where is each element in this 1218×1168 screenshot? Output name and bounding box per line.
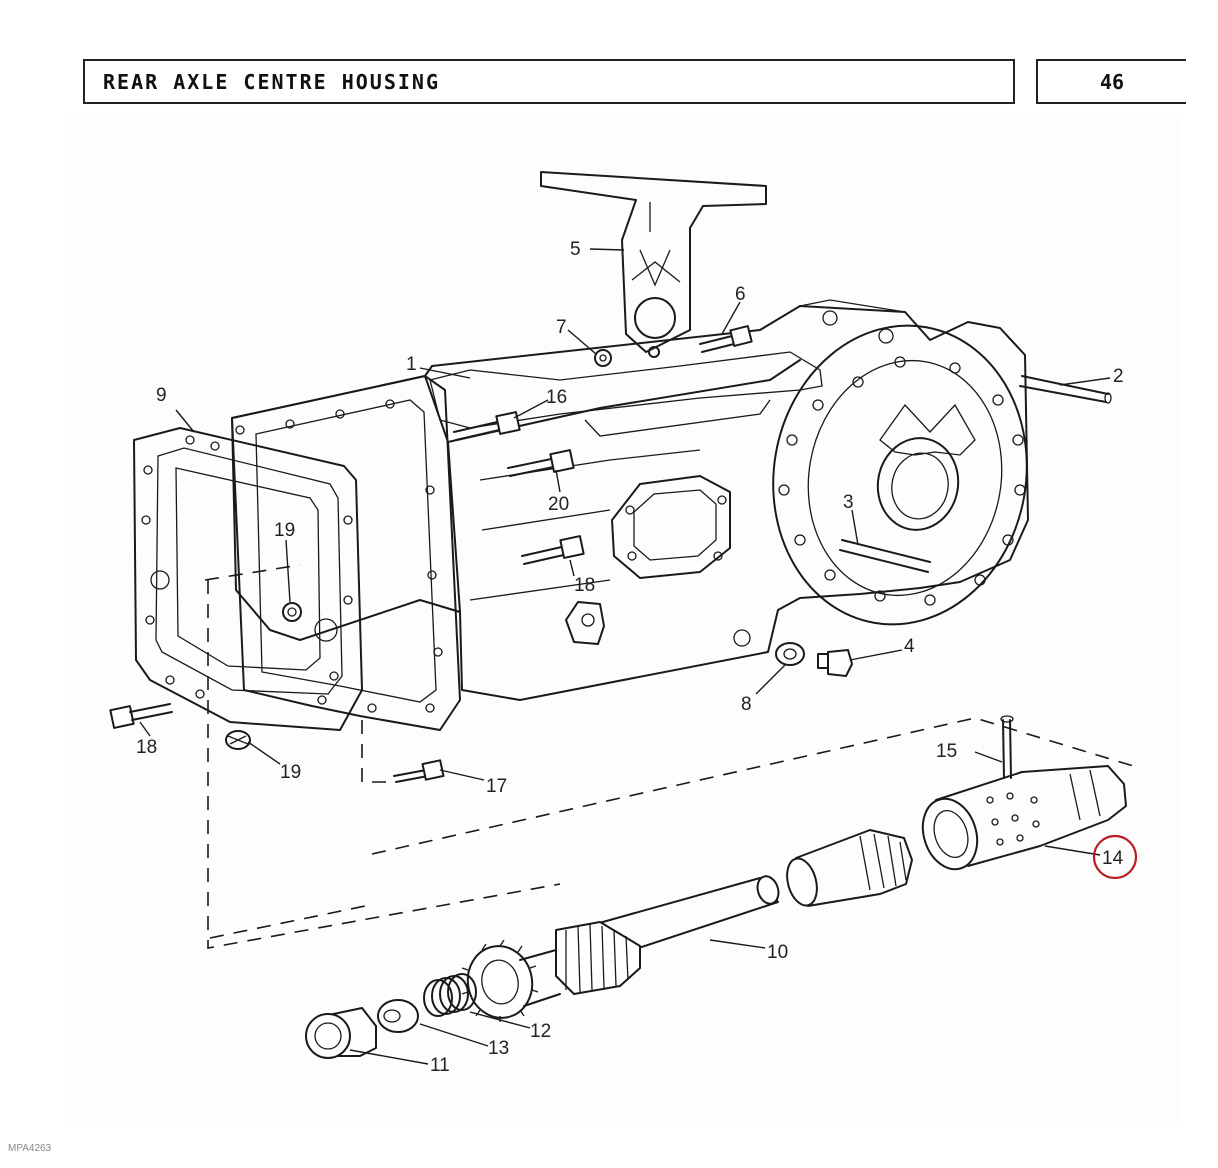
callout-20: 20 — [548, 494, 569, 515]
callout-4: 4 — [904, 636, 915, 657]
part-8-washer — [775, 642, 805, 666]
page-number-box: 46 — [1036, 59, 1186, 104]
part-11-needle-bearing — [305, 1007, 377, 1059]
part-18-bolt-upper — [521, 535, 585, 565]
drawing-svg: 1 2 3 4 5 6 7 8 9 10 11 12 13 14 15 16 1… — [109, 171, 1141, 1076]
diagram-title-box: REAR AXLE CENTRE HOUSING — [83, 59, 1015, 104]
part-10-shaft — [461, 875, 780, 1022]
callout-3: 3 — [843, 492, 854, 513]
part-7-nut — [594, 346, 660, 367]
part-19-plug-upper — [282, 602, 302, 622]
flange-bolt-holes — [778, 356, 1026, 606]
part-3-stud — [839, 539, 931, 573]
part-13-thrust-piece — [377, 999, 419, 1033]
part-20-bolt — [507, 449, 575, 477]
part-5-bracket — [540, 171, 767, 353]
leader-lines — [139, 248, 1111, 1065]
callout-19-lower: 19 — [280, 762, 301, 783]
callout-11: 11 — [430, 1055, 450, 1076]
callout-14: 14 — [1102, 848, 1124, 869]
drawing-reference-code: MPA4263 — [8, 1143, 52, 1154]
callout-10: 10 — [767, 942, 788, 963]
callout-5: 5 — [570, 239, 581, 260]
callout-1: 1 — [406, 354, 417, 375]
exploded-parts-drawing: 1 2 3 4 5 6 7 8 9 10 11 12 13 14 15 16 1… — [65, 118, 1180, 1123]
part-19-plug-lower — [225, 730, 251, 750]
part-4-plug — [817, 649, 853, 677]
part-14-coupling-sleeve — [921, 765, 1127, 871]
part-17-bolt — [393, 759, 445, 783]
callout-14-highlight-ring — [1092, 834, 1138, 880]
callout-17: 17 — [486, 776, 507, 797]
callout-9: 9 — [156, 385, 167, 406]
callout-16: 16 — [546, 387, 567, 408]
callout-19-upper: 19 — [274, 520, 295, 541]
callout-labels: 1 2 3 4 5 6 7 8 9 10 11 12 13 14 15 16 1… — [136, 239, 1138, 1076]
part-9-front-gasket — [133, 375, 461, 731]
page-number: 46 — [1099, 69, 1125, 94]
callout-8: 8 — [741, 694, 752, 715]
part-12-spring — [423, 973, 477, 1017]
callout-2: 2 — [1113, 366, 1124, 387]
part-15-pin — [1000, 715, 1014, 779]
part-1-right-flange — [772, 324, 1028, 626]
diagram-title: REAR AXLE CENTRE HOUSING — [103, 69, 440, 94]
callout-6: 6 — [735, 284, 746, 305]
callout-18-upper: 18 — [574, 575, 595, 596]
splined-shaft-sleeve — [786, 829, 913, 907]
callout-18-lower: 18 — [136, 737, 157, 758]
assembly-dashed-lines — [204, 564, 1141, 949]
callout-15: 15 — [936, 741, 957, 762]
callout-12: 12 — [530, 1021, 551, 1042]
callout-13: 13 — [488, 1038, 509, 1059]
part-6-bolt — [699, 325, 753, 353]
part-18-bolt-lower — [109, 703, 173, 729]
callout-7: 7 — [556, 317, 567, 338]
